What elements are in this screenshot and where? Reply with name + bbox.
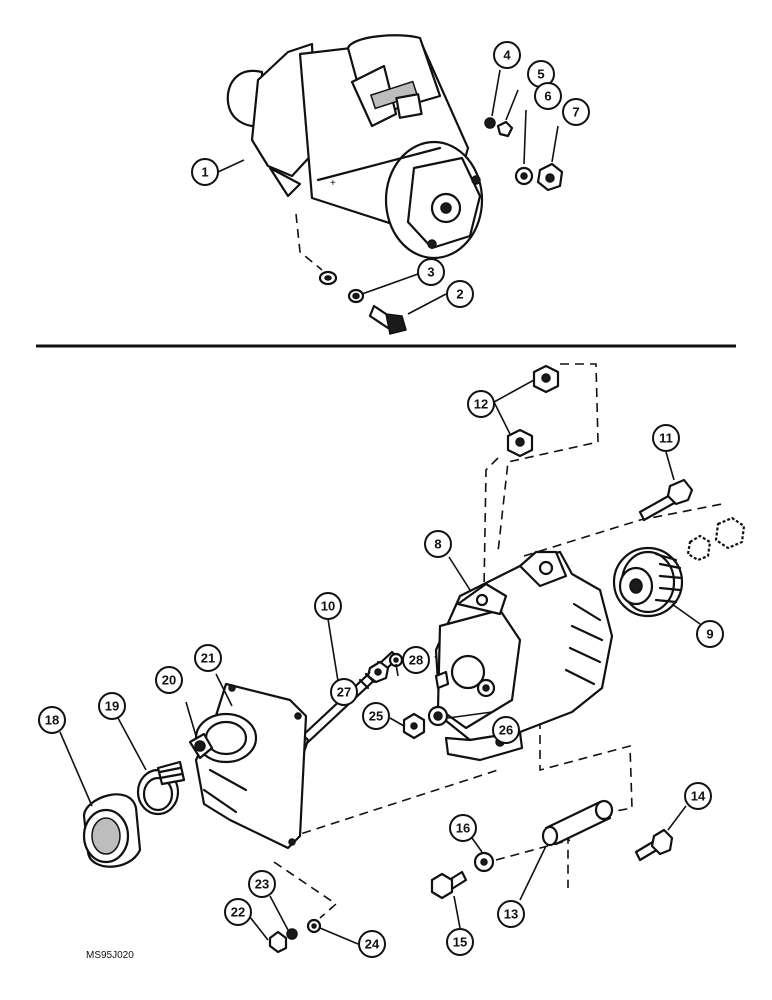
svg-text:+: + — [330, 178, 336, 189]
washer-16 — [473, 851, 495, 873]
hardware-25-26 — [402, 705, 449, 740]
callout-label: 24 — [365, 937, 380, 952]
callout-10: 10 — [314, 592, 342, 620]
callout-11: 11 — [652, 424, 680, 452]
callout-label: 8 — [434, 537, 441, 552]
callout-label: 6 — [544, 89, 551, 104]
callout-label: 10 — [321, 599, 335, 614]
starter-hardware — [318, 117, 564, 335]
grommet — [188, 732, 214, 760]
callout-23: 23 — [248, 870, 276, 898]
callout-24: 24 — [358, 930, 386, 958]
callout-label: 14 — [691, 789, 706, 804]
callout-label: 16 — [456, 821, 470, 836]
callout-label: 19 — [105, 699, 119, 714]
spare-nuts — [686, 516, 746, 562]
callout-label: 12 — [474, 397, 488, 412]
callout-28: 28 — [402, 646, 430, 674]
callout-label: 27 — [337, 685, 351, 700]
callout-label: 2 — [456, 287, 463, 302]
pulley — [612, 546, 684, 618]
nuts-12 — [506, 364, 560, 458]
end-cap — [82, 793, 142, 868]
starter-motor: + — [226, 34, 484, 260]
callout-label: 1 — [201, 165, 208, 180]
callout-label: 28 — [409, 653, 423, 668]
callout-label: 9 — [706, 627, 713, 642]
callout-label: 7 — [572, 105, 579, 120]
hardware-27-28 — [366, 652, 404, 684]
callout-label: 26 — [499, 723, 513, 738]
callout-label: 3 — [427, 265, 434, 280]
callout-1: 1 — [191, 158, 219, 186]
callout-12: 12 — [467, 390, 495, 418]
callout-26: 26 — [492, 716, 520, 744]
callout-27: 27 — [330, 678, 358, 706]
starter-guide-line — [295, 213, 323, 271]
callout-25: 25 — [362, 702, 390, 730]
callout-6: 6 — [534, 82, 562, 110]
rear-cover — [194, 682, 308, 850]
callout-16: 16 — [449, 814, 477, 842]
callout-4: 4 — [493, 41, 521, 69]
callout-3: 3 — [417, 258, 445, 286]
callout-8: 8 — [424, 530, 452, 558]
alternator — [434, 550, 614, 762]
callout-20: 20 — [155, 666, 183, 694]
callout-label: 21 — [201, 651, 215, 666]
callout-21: 21 — [194, 644, 222, 672]
spacer — [541, 799, 614, 847]
figure-code: MS95J020 — [86, 950, 134, 961]
callout-label: 20 — [162, 673, 176, 688]
callout-label: 4 — [503, 48, 511, 63]
hardware-22-23-24 — [268, 918, 322, 954]
callout-label: 5 — [537, 67, 544, 82]
callout-label: 18 — [45, 713, 59, 728]
callout-22: 22 — [224, 898, 252, 926]
callout-label: 23 — [255, 877, 269, 892]
callout-18: 18 — [38, 706, 66, 734]
callout-label: 25 — [369, 709, 383, 724]
hose-clamp — [136, 760, 186, 816]
callout-label: 22 — [231, 905, 245, 920]
callout-7: 7 — [562, 98, 590, 126]
callout-14: 14 — [684, 782, 712, 810]
callout-label: 15 — [453, 935, 467, 950]
callout-13: 13 — [497, 900, 525, 928]
callout-label: 13 — [504, 907, 518, 922]
callout-19: 19 — [98, 692, 126, 720]
callout-label: 11 — [659, 431, 673, 446]
callout-15: 15 — [446, 928, 474, 956]
bolt-14 — [634, 828, 674, 862]
callout-2: 2 — [446, 280, 474, 308]
callout-9: 9 — [696, 620, 724, 648]
bolt-15 — [430, 870, 468, 900]
bolt-11 — [638, 478, 694, 522]
leader-lines — [59, 69, 701, 945]
